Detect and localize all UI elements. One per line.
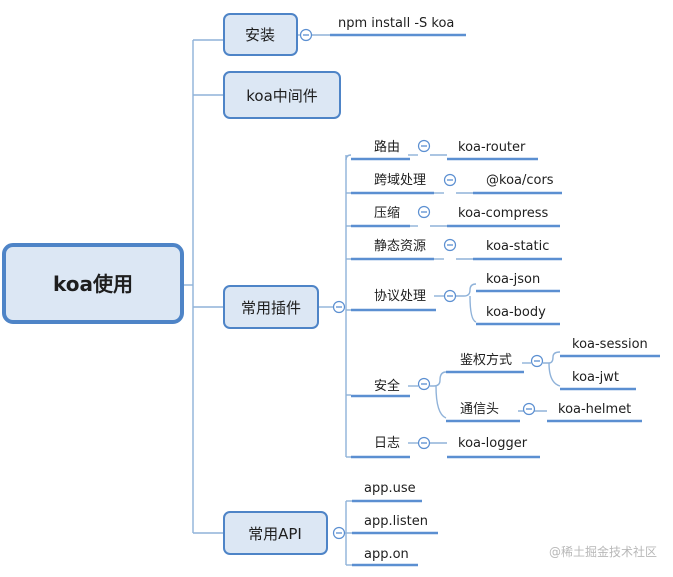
branch-middleware[interactable]: koa中间件 xyxy=(223,71,341,119)
branch-install-label: 安装 xyxy=(245,26,275,44)
node-compress[interactable]: 压缩 xyxy=(351,205,410,228)
node-log[interactable]: 日志 xyxy=(351,436,410,459)
node-security[interactable]: 安全 xyxy=(351,378,410,398)
branch-plugins-label: 常用插件 xyxy=(241,299,301,317)
leaf-headers[interactable]: koa-helmet xyxy=(547,402,642,423)
auth-value-jwt: koa-jwt xyxy=(572,370,619,385)
watermark: @稀土掘金技术社区 xyxy=(548,545,657,559)
router-label: 路由 xyxy=(374,139,400,155)
router-value: koa-router xyxy=(458,140,526,155)
leaf-log[interactable]: koa-logger xyxy=(447,436,540,459)
api-item-on: app.on xyxy=(364,547,409,562)
collapse-compress[interactable] xyxy=(417,205,431,219)
leaf-auth-jwt[interactable]: koa-jwt xyxy=(560,370,636,391)
api-item-use: app.use xyxy=(364,481,416,496)
branch-middleware-label: koa中间件 xyxy=(246,87,318,105)
static-value: koa-static xyxy=(486,239,549,254)
branch-api[interactable]: 常用API xyxy=(223,511,328,555)
collapse-install[interactable] xyxy=(299,28,313,42)
leaf-install-command[interactable]: npm install -S koa xyxy=(330,16,466,37)
auth-value-session: koa-session xyxy=(572,337,648,352)
leaf-router[interactable]: koa-router xyxy=(447,140,538,161)
install-command-text: npm install -S koa xyxy=(338,16,454,31)
headers-label: 通信头 xyxy=(460,402,499,417)
leaf-api-on[interactable]: app.on xyxy=(352,547,418,567)
compress-value: koa-compress xyxy=(458,206,549,221)
branch-install[interactable]: 安装 xyxy=(223,13,298,56)
leaf-api-listen[interactable]: app.listen xyxy=(352,514,438,535)
root-node[interactable]: koa使用 xyxy=(2,243,184,324)
cors-value: @koa/cors xyxy=(486,173,554,188)
branch-api-label: 常用API xyxy=(248,525,302,543)
log-label: 日志 xyxy=(374,436,400,451)
leaf-protocol-body[interactable]: koa-body xyxy=(476,305,560,326)
collapse-plugins[interactable] xyxy=(332,300,346,314)
collapse-security[interactable] xyxy=(417,377,431,391)
cors-label: 跨域处理 xyxy=(374,173,426,188)
protocol-label: 协议处理 xyxy=(374,289,426,304)
node-router[interactable]: 路由 xyxy=(351,139,410,161)
leaf-protocol-json[interactable]: koa-json xyxy=(476,272,560,293)
log-value: koa-logger xyxy=(458,436,528,451)
collapse-protocol[interactable] xyxy=(443,289,457,303)
security-label: 安全 xyxy=(374,378,400,394)
compress-label: 压缩 xyxy=(374,205,400,221)
leaf-static[interactable]: koa-static xyxy=(473,239,562,261)
node-auth[interactable]: 鉴权方式 xyxy=(446,352,524,374)
collapse-api[interactable] xyxy=(332,526,346,540)
api-item-listen: app.listen xyxy=(364,514,428,529)
leaf-auth-session[interactable]: koa-session xyxy=(560,337,660,358)
node-protocol[interactable]: 协议处理 xyxy=(351,289,436,312)
protocol-value-body: koa-body xyxy=(486,305,546,320)
collapse-auth[interactable] xyxy=(530,354,544,368)
leaf-cors[interactable]: @koa/cors xyxy=(473,173,562,195)
node-cors[interactable]: 跨域处理 xyxy=(351,173,434,195)
auth-label: 鉴权方式 xyxy=(460,352,512,368)
headers-value: koa-helmet xyxy=(558,402,631,417)
node-static[interactable]: 静态资源 xyxy=(351,239,434,261)
branch-plugins[interactable]: 常用插件 xyxy=(223,285,319,329)
collapse-cors[interactable] xyxy=(443,173,457,187)
root-label: koa使用 xyxy=(53,272,133,296)
protocol-value-json: koa-json xyxy=(486,272,540,287)
collapse-static[interactable] xyxy=(443,238,457,252)
static-label: 静态资源 xyxy=(374,239,426,254)
leaf-api-use[interactable]: app.use xyxy=(352,481,422,503)
leaf-compress[interactable]: koa-compress xyxy=(447,206,560,228)
collapse-router[interactable] xyxy=(417,139,431,153)
collapse-headers[interactable] xyxy=(522,402,536,416)
collapse-log[interactable] xyxy=(417,436,431,450)
node-headers[interactable]: 通信头 xyxy=(446,402,520,423)
